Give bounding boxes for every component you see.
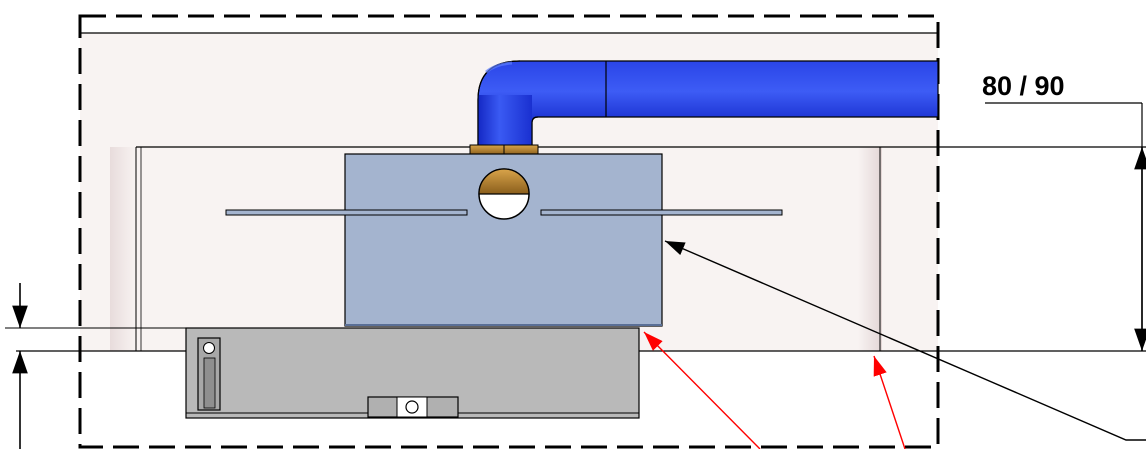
outer-dashed-boundary — [78, 14, 940, 449]
leader-line-cassette — [664, 240, 1146, 441]
dimension-label: 80 / 90 — [982, 71, 1065, 101]
drain-fitting-icon — [367, 396, 459, 418]
refrigerant-pipe — [477, 60, 939, 149]
right-dimension — [985, 102, 1146, 351]
condensate-port — [478, 168, 530, 220]
left-dimension — [5, 283, 186, 449]
louver-fins — [225, 209, 783, 216]
leader-lines-red — [643, 331, 906, 450]
level-indicator-icon — [197, 337, 221, 411]
